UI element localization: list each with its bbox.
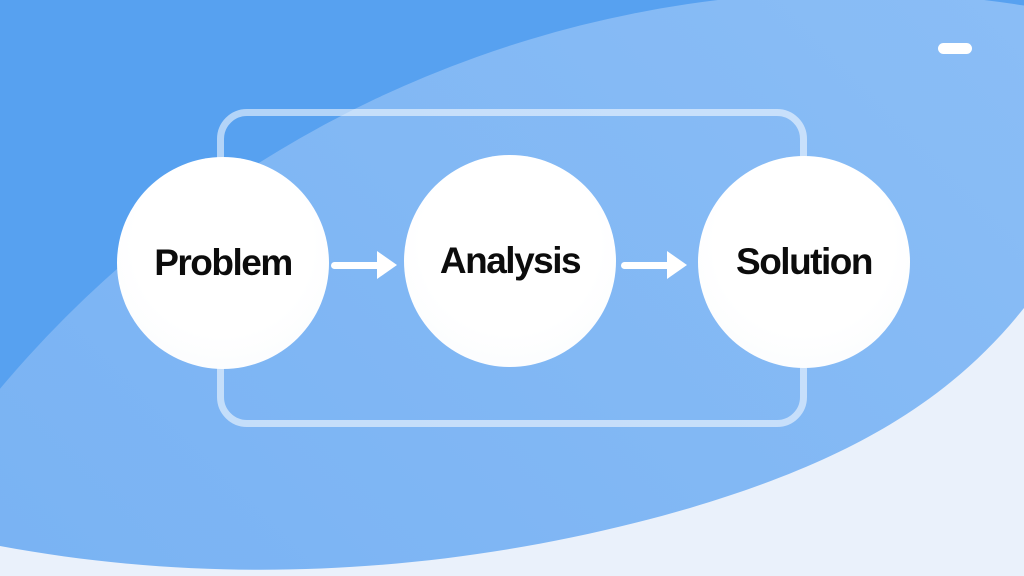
node-problem-label: Problem: [154, 242, 293, 283]
node-solution-label: Solution: [736, 241, 873, 282]
node-analysis: Analysis: [404, 155, 616, 367]
node-solution: Solution: [698, 156, 910, 368]
arrow-shaft: [621, 262, 671, 269]
arrow-right-icon: [621, 251, 687, 279]
arrow-right-icon: [331, 251, 397, 279]
node-problem: Problem: [117, 157, 329, 369]
arrow-head: [667, 251, 687, 279]
arrow-head: [377, 251, 397, 279]
node-analysis-label: Analysis: [439, 240, 582, 281]
arrow-shaft: [331, 262, 381, 269]
minimize-dash-icon[interactable]: [938, 43, 972, 54]
